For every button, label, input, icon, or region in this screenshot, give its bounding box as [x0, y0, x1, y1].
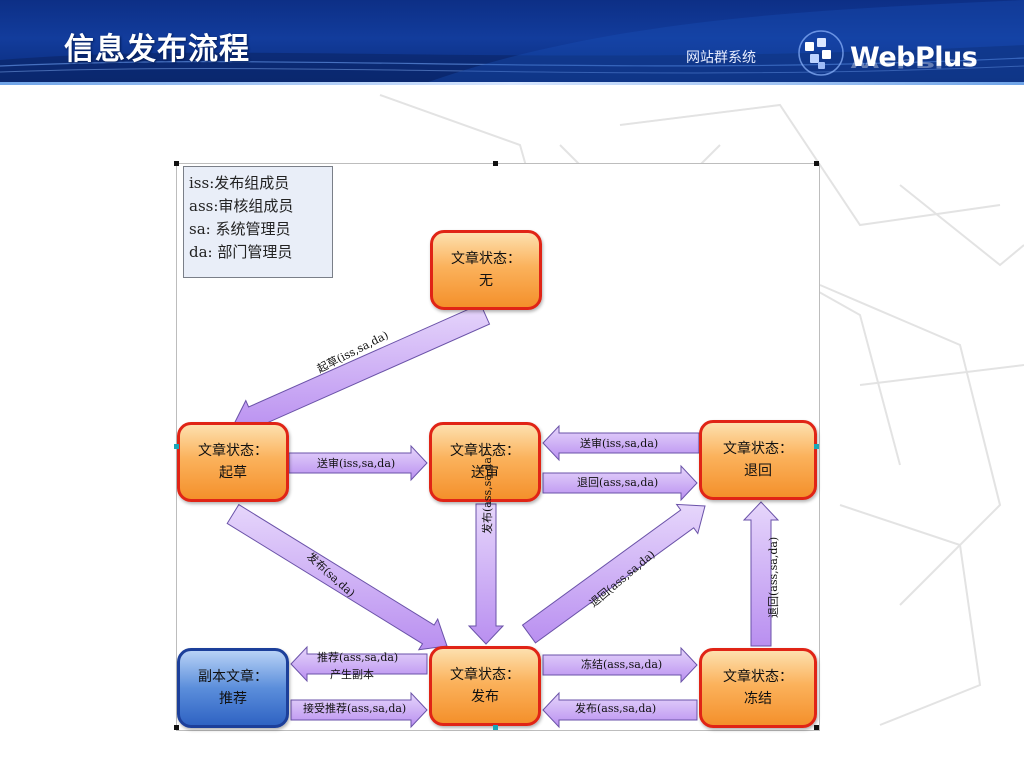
selection-handle[interactable] [814, 161, 819, 166]
state-node-none: 文章状态： 无 [430, 230, 542, 310]
arrow-draft-publish [226, 503, 448, 651]
edge-label-review-return: 退回(ass,sa,da) [577, 476, 659, 489]
webplus-logo-icon [798, 30, 844, 76]
selection-handle[interactable] [814, 725, 819, 730]
edge-label-submit-review: 送审(iss,sa,da) [317, 457, 396, 470]
edge-label-returned-resubmit: 送审(iss,sa,da) [580, 437, 659, 450]
selection-handle[interactable] [174, 444, 179, 449]
state-node-review: 文章状态： 送审 [429, 422, 541, 502]
edge-label-frozen-publish: 发布(ass,sa,da) [575, 702, 657, 715]
webplus-logo-text: WebPlus [850, 42, 978, 73]
state-node-frozen: 文章状态： 冻结 [699, 648, 817, 728]
state-node-draft: 文章状态： 起草 [177, 422, 289, 502]
arrow-frozen-return [742, 501, 780, 647]
header-swoosh [0, 0, 1024, 85]
arrow-publish-return [521, 503, 706, 644]
arrow-accept-recommend [290, 691, 428, 729]
node-label: 副本文章： [198, 669, 268, 685]
node-state: 送审 [471, 465, 499, 481]
edge-label-review-publish: 发布(ass,sa,da) [481, 452, 494, 534]
node-label: 文章状态： [723, 669, 793, 685]
legend-item-ass: ass:审核组成员 [189, 197, 294, 215]
node-state: 冻结 [744, 691, 772, 707]
selection-handle[interactable] [493, 161, 498, 166]
arrows-layer [226, 303, 780, 729]
arrow-freeze [542, 646, 698, 684]
legend-item-sa: sa: 系统管理员 [189, 220, 291, 238]
selection-handle[interactable] [174, 725, 179, 730]
node-state: 退回 [744, 463, 772, 479]
edge-label-freeze: 冻结(ass,sa,da) [581, 658, 663, 671]
selection-handle[interactable] [493, 725, 498, 730]
arrow-draft-create [232, 303, 491, 435]
legend-item-iss: iss:发布组成员 [189, 174, 290, 192]
state-node-returned: 文章状态： 退回 [699, 420, 817, 500]
selection-handle[interactable] [814, 444, 819, 449]
copy-node-recommend: 副本文章： 推荐 [177, 648, 289, 728]
arrow-frozen-publish [542, 691, 698, 729]
webplus-logo-reflection: WebPlus [850, 56, 978, 70]
header-divider [0, 82, 1024, 85]
node-label: 文章状态： [451, 251, 521, 267]
legend-item-da: da: 部门管理员 [189, 243, 293, 261]
edge-label-make-copy: 产生副本 [330, 668, 374, 681]
selection-handle[interactable] [174, 161, 179, 166]
edge-label-frozen-return: 退回(ass,sa,da) [767, 536, 780, 618]
node-state: 发布 [471, 689, 499, 705]
edge-label-recommend: 推荐(ass,sa,da) [317, 651, 399, 664]
node-state: 推荐 [219, 691, 247, 707]
arrow-review-publish [467, 503, 505, 645]
role-legend: iss:发布组成员 ass:审核组成员 sa: 系统管理员 da: 部门管理员 [183, 166, 333, 278]
header-banner: 信息发布流程 网站群系统 WebPlus WebPlus [0, 0, 1024, 85]
node-label: 文章状态： [450, 443, 520, 459]
arrow-review-return [542, 464, 698, 502]
page-title: 信息发布流程 [64, 32, 250, 67]
node-label: 文章状态： [450, 667, 520, 683]
node-label: 文章状态： [723, 441, 793, 457]
arrow-returned-resubmit [542, 424, 700, 462]
workflow-diagram: iss:发布组成员 ass:审核组成员 sa: 系统管理员 da: 部门管理员 … [174, 161, 820, 731]
node-state: 起草 [219, 465, 247, 481]
arrow-submit-review [288, 444, 428, 482]
state-node-published: 文章状态： 发布 [429, 646, 541, 726]
node-state: 无 [479, 273, 493, 289]
node-label: 文章状态： [198, 443, 268, 459]
edge-label-accept-recommend: 接受推荐(ass,sa,da) [303, 702, 407, 715]
arrow-recommend [290, 645, 428, 683]
system-subtitle: 网站群系统 [686, 50, 756, 66]
